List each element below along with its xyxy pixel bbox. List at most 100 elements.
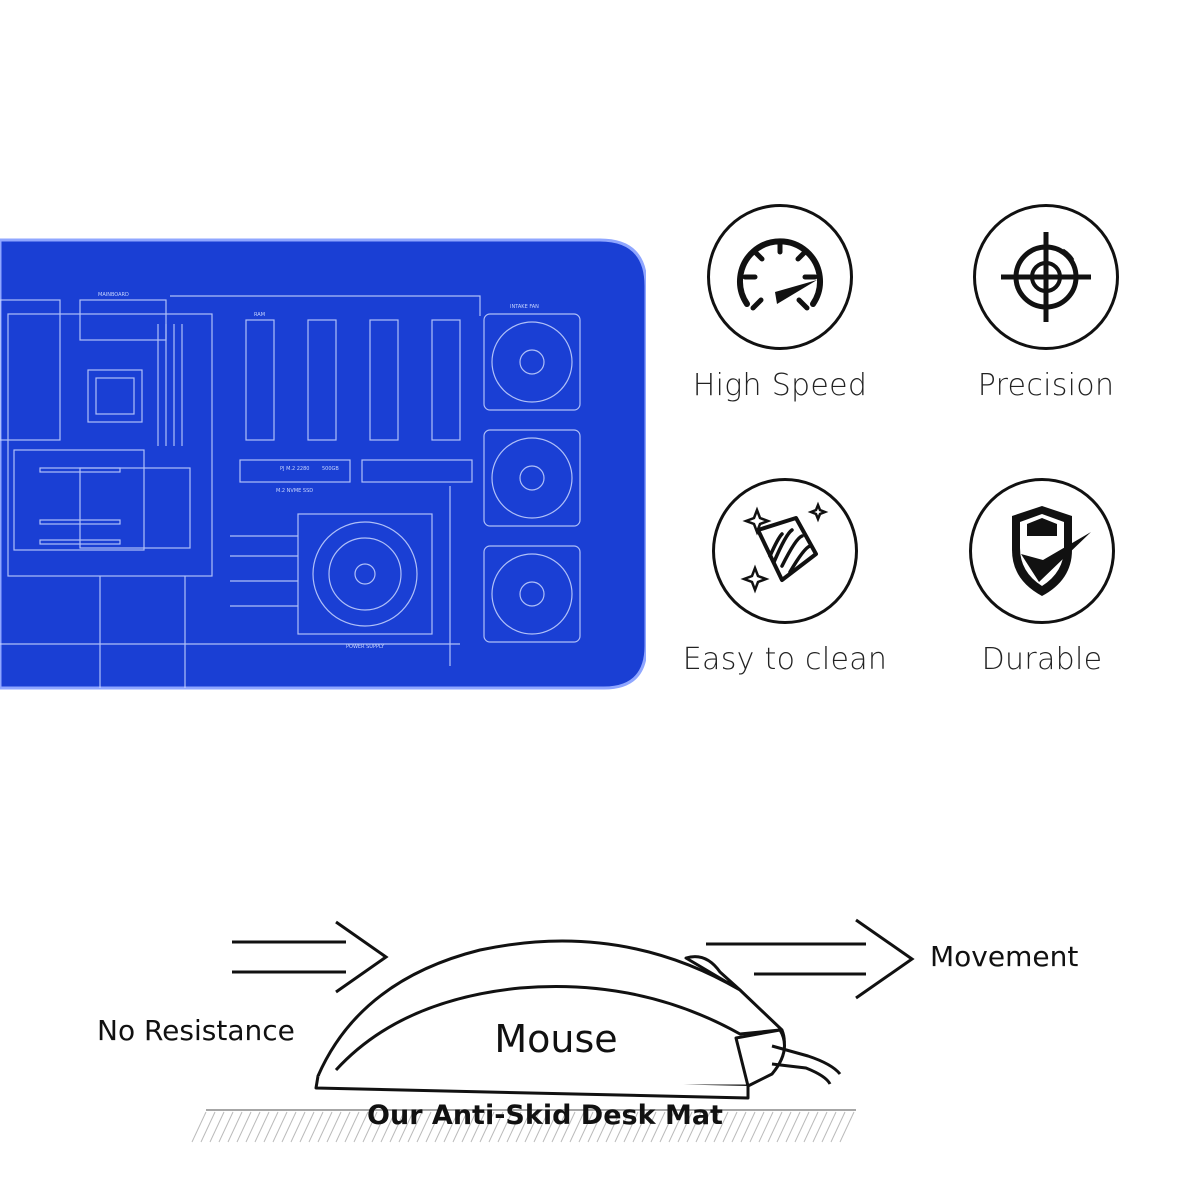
surface-hatch-line [524, 1111, 540, 1143]
feature-durable: Durable [942, 478, 1142, 677]
blueprint-lines [0, 295, 581, 688]
surface-hatch-line [533, 1111, 549, 1143]
mouse-icon [314, 939, 842, 1100]
surface-hatch-line [398, 1111, 414, 1143]
anti-skid-diagram: Mouse No Resistance Movement Our Anti-Sk… [97, 918, 1078, 1143]
surface-hatch-line [587, 1111, 603, 1143]
mat-label-ssd-capacity: 500GB [322, 466, 339, 472]
surface-hatch-line [767, 1111, 783, 1143]
surface-hatch-line [344, 1111, 360, 1143]
mat-label-intake-fan: INTAKE FAN [510, 304, 539, 310]
surface-hatch-line [263, 1111, 279, 1143]
mat-label-ssd-caption: M.2 NVME SSD [276, 488, 313, 494]
surface-hatch-line [830, 1111, 846, 1143]
surface-hatch-line [776, 1111, 792, 1143]
feature-circle [973, 204, 1119, 350]
surface-hatch-line [722, 1111, 738, 1143]
surface-hatch-line [461, 1111, 477, 1143]
mouse-label: Mouse [494, 1017, 617, 1061]
surface-label: Our Anti-Skid Desk Mat [367, 1100, 723, 1131]
surface-hatch-line [821, 1111, 837, 1143]
feature-label: Precision [977, 368, 1115, 403]
surface-hatch-line [749, 1111, 765, 1143]
surface-hatch-line [605, 1111, 621, 1143]
surface-hatch-line [470, 1111, 486, 1143]
surface-hatch-line [506, 1111, 522, 1143]
surface-hatch-line [191, 1111, 207, 1143]
feature-circle [712, 478, 858, 624]
feature-high-speed: High Speed [680, 204, 880, 403]
surface-hatch-line [209, 1111, 225, 1143]
arrow-right-icon [706, 918, 915, 1000]
surface-hatch-line [695, 1111, 711, 1143]
surface-hatch-line [659, 1111, 675, 1143]
surface-hatch-line [218, 1111, 234, 1143]
surface-hatch-line [407, 1111, 423, 1143]
surface-hatch-line [425, 1111, 441, 1143]
feature-circle [969, 478, 1115, 624]
surface-hatch-line [389, 1111, 405, 1143]
surface-hatch-line [677, 1111, 693, 1143]
surface-hatch-line [632, 1111, 648, 1143]
surface-hatch-line [299, 1111, 315, 1143]
surface-hatch-line [317, 1111, 333, 1143]
surface-hatch-line [668, 1111, 684, 1143]
surface-hatch-line [596, 1111, 612, 1143]
feature-label: Durable [981, 642, 1103, 677]
speedometer-icon [737, 238, 823, 311]
mat-label-ram: RAM [254, 312, 265, 318]
surface-hatch-line [785, 1111, 801, 1143]
mat-label-ssd-chip: PJ M.2 2280 [280, 466, 309, 472]
feature-label: High Speed [692, 368, 868, 403]
surface-hatch-line [326, 1111, 342, 1143]
surface-hatch-line [551, 1111, 567, 1143]
surface-hatch-line [416, 1111, 432, 1143]
surface-hatch-line [740, 1111, 756, 1143]
resistance-label: No Resistance [97, 1014, 295, 1047]
mat-label-motherboard: MAINBOARD [98, 292, 129, 298]
surface-hatch-line [200, 1111, 216, 1143]
surface-hatch-line [245, 1111, 261, 1143]
feature-precision: Precision [946, 204, 1146, 403]
surface-hatch-line [254, 1111, 270, 1143]
surface-hatch-line [686, 1111, 702, 1143]
surface-hatch-line [614, 1111, 630, 1143]
surface-hatch-line [227, 1111, 243, 1143]
surface-hatch-line [812, 1111, 828, 1143]
surface-hatch-line [272, 1111, 288, 1143]
surface-hatch-line [281, 1111, 297, 1143]
surface-hatch-line [362, 1111, 378, 1143]
surface-hatch-line [371, 1111, 387, 1143]
surface-hatch-line [560, 1111, 576, 1143]
surface-hatch-line [236, 1111, 252, 1143]
desk-mat-image: MAINBOARD RAM PJ M.2 2280 500GB M.2 NVME… [0, 238, 646, 690]
surface-hatch-line [497, 1111, 513, 1143]
surface-hatch-line [794, 1111, 810, 1143]
feature-circle [707, 204, 853, 350]
surface-hatch-line [578, 1111, 594, 1143]
surface-hatch-line [839, 1111, 855, 1143]
surface-hatch-line [488, 1111, 504, 1143]
surface-hatch-line [452, 1111, 468, 1143]
cleaning-cloth-icon [740, 501, 829, 594]
surface-hatch-line [623, 1111, 639, 1143]
surface-hatch-line [515, 1111, 531, 1143]
surface-hatch-line [308, 1111, 324, 1143]
surface-hatch-line [434, 1111, 450, 1143]
surface-hatch-line [380, 1111, 396, 1143]
surface-hatch-line [335, 1111, 351, 1143]
surface-hatch-line [713, 1111, 729, 1143]
surface-hatch-line [650, 1111, 666, 1143]
surface-hatch-line [731, 1111, 747, 1143]
feature-label: Easy to clean [682, 642, 888, 677]
surface-hatch-line [479, 1111, 495, 1143]
mat-surface [0, 238, 646, 690]
movement-label: Movement [930, 940, 1078, 973]
surface-hatch-line [758, 1111, 774, 1143]
surface-hatch-line [569, 1111, 585, 1143]
surface-hatch-line [353, 1111, 369, 1143]
arrow-left-icon [232, 920, 389, 994]
feature-easy-to-clean: Easy to clean [682, 478, 888, 677]
crosshair-icon [1001, 232, 1091, 322]
surface-hatch-line [803, 1111, 819, 1143]
